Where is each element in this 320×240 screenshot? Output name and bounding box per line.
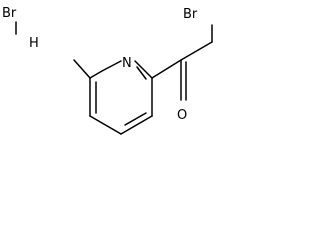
ring-carbonyl-bond bbox=[151, 59, 182, 79]
structure-diagram: Br H N O Br bbox=[2, 6, 213, 135]
salt-hydrogen-label: H bbox=[29, 36, 39, 51]
ring-bond-c6-n-short bbox=[89, 70, 103, 79]
salt-bromine-label: Br bbox=[2, 6, 17, 21]
ring-double-bond-c3-c4 bbox=[124, 112, 147, 126]
ring-bond-c3-c4 bbox=[120, 115, 153, 135]
methyl-bond bbox=[73, 59, 91, 79]
bromo-substituent-label: Br bbox=[183, 7, 198, 22]
hbr-salt: Br H bbox=[2, 6, 39, 51]
ch2-bond bbox=[180, 41, 213, 61]
ring-double-bond-n-c2 bbox=[136, 66, 147, 80]
bromoacetyl-group: O Br bbox=[151, 7, 213, 123]
ring-bond-c4-c5 bbox=[89, 115, 122, 135]
ring-bond-n-c2 bbox=[134, 60, 153, 79]
ring-nitrogen-label: N bbox=[122, 56, 132, 71]
pyridine-ring: N bbox=[89, 56, 153, 135]
carbonyl-oxygen-label: O bbox=[177, 108, 187, 123]
ring-bond-c6-n bbox=[101, 60, 122, 72]
